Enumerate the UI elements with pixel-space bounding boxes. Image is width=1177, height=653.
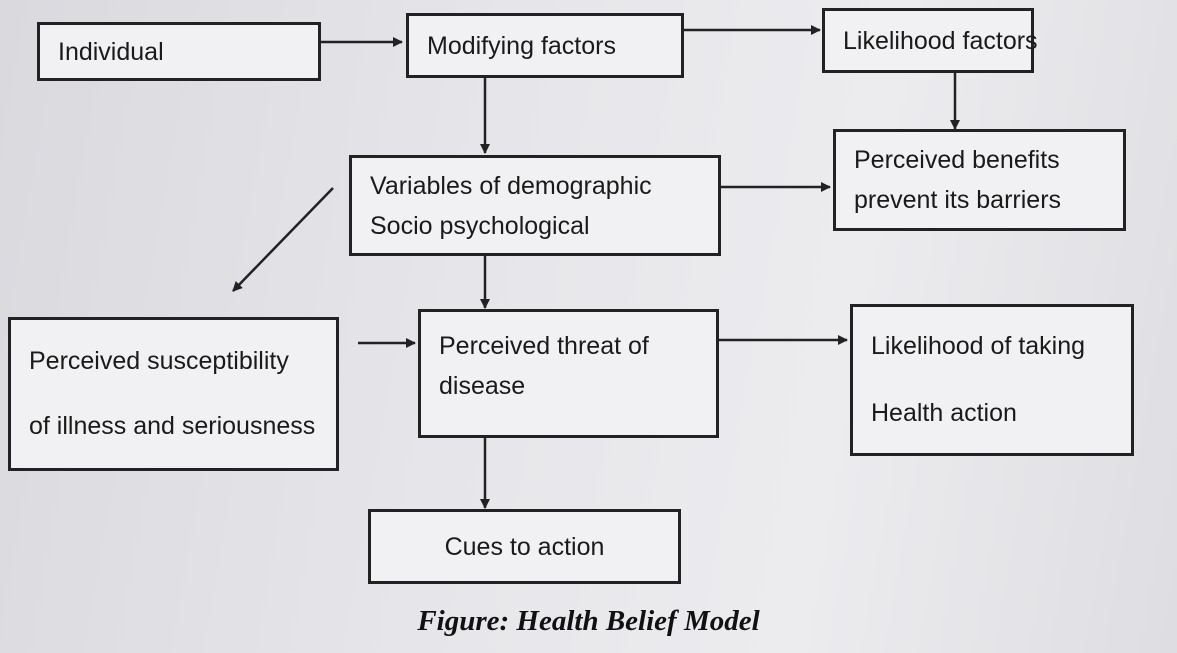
- node-text: Variables of demographic: [370, 171, 652, 200]
- node-likelihood-factors: Likelihood factors: [822, 8, 1038, 73]
- node-variables: Variables of demographic Socio psycholog…: [349, 155, 721, 256]
- node-text: of illness and seriousness: [29, 412, 316, 440]
- node-text: Health action: [871, 399, 1017, 427]
- node-perceived-threat: Perceived threat of disease: [418, 309, 719, 438]
- node-text: Perceived benefits: [854, 146, 1060, 174]
- node-individual: Individual: [37, 22, 321, 81]
- node-cues-to-action: Cues to action: [368, 509, 681, 584]
- node-text: Modifying factors: [427, 31, 616, 60]
- node-text: Socio psychological: [370, 211, 590, 240]
- node-text: Likelihood of taking: [871, 331, 1086, 360]
- node-text: Perceived threat of: [439, 332, 649, 360]
- node-likelihood-action: Likelihood of taking Health action: [850, 304, 1134, 456]
- node-text: Cues to action: [444, 532, 605, 561]
- node-perceived-benefits: Perceived benefits prevent its barriers: [833, 129, 1126, 231]
- node-text: prevent its barriers: [854, 186, 1062, 214]
- node-text: Likelihood factors: [843, 26, 1038, 55]
- figure-caption: Figure: Health Belief Model: [417, 605, 760, 637]
- node-text: disease: [439, 372, 526, 400]
- node-text: Individual: [58, 37, 164, 66]
- node-text: Perceived susceptibility: [29, 347, 289, 375]
- arrow-diagonal-to-susceptibility: [232, 187, 334, 292]
- node-perceived-susceptibility: Perceived susceptibility of illness and …: [8, 317, 339, 471]
- node-modifying-factors: Modifying factors: [406, 13, 684, 78]
